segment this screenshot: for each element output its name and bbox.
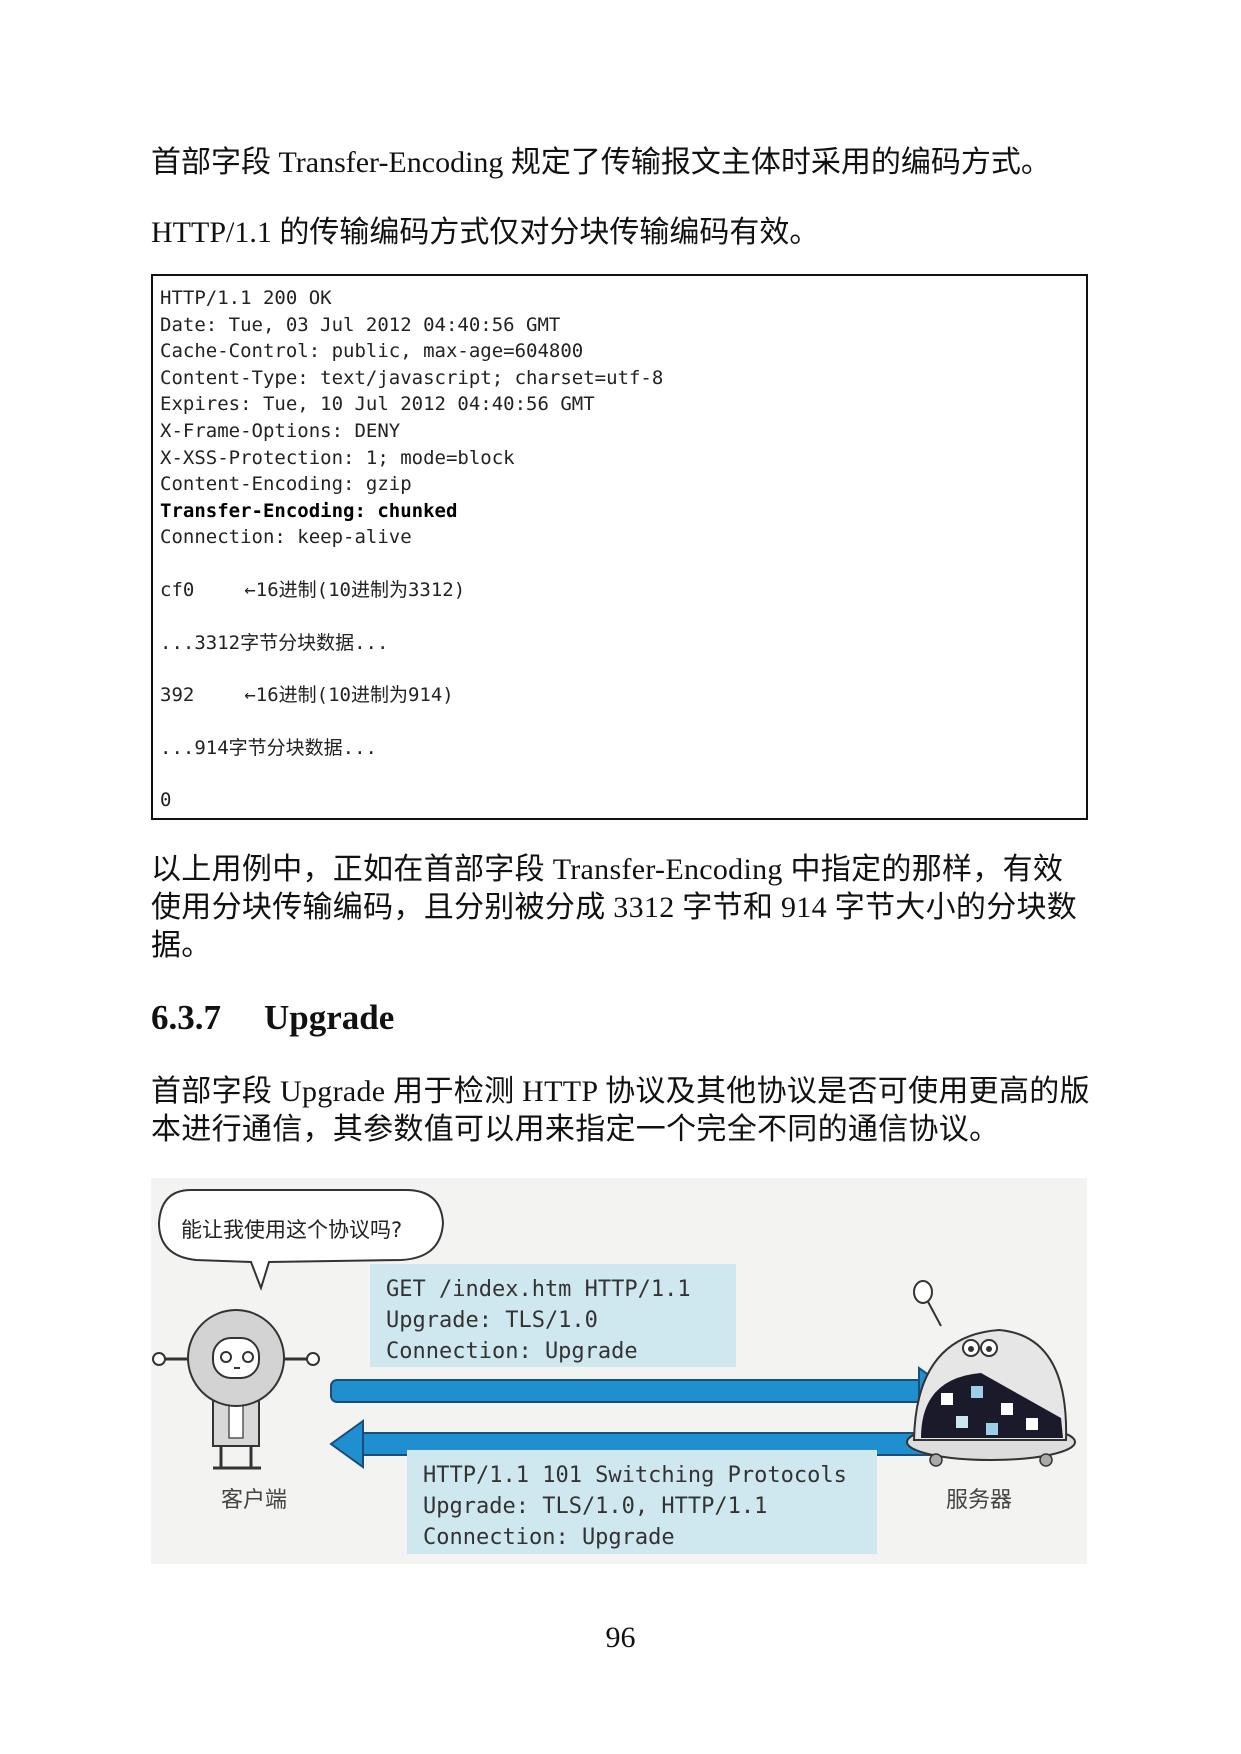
chunk-size-note: ←16进制(10进制为3312)	[244, 578, 466, 601]
code-line: Cache-Control: public, max-age=604800	[160, 340, 584, 363]
chunk-size-line: cf0 ←16进制(10进制为3312)	[160, 577, 1086, 604]
chunk-terminator: 0	[160, 789, 172, 812]
chunk-size: 392	[160, 684, 195, 707]
http11-note-paragraph: HTTP/1.1 的传输编码方式仅对分块传输编码有效。	[151, 216, 820, 249]
speech-bubble	[157, 1189, 445, 1292]
intro-paragraph: 首部字段 Transfer-Encoding 规定了传输报文主体时采用的编码方式…	[151, 146, 1051, 179]
code-line: X-XSS-Protection: 1; mode=block	[160, 446, 515, 469]
upgrade-diagram: 能让我使用这个协议吗? GET /index.htm HTTP/1.1 Upgr…	[151, 1178, 1087, 1564]
chunk-size-note: ←16进制(10进制为914)	[244, 684, 454, 707]
section-number: 6.3.7	[151, 998, 221, 1037]
section-heading: 6.3.7 Upgrade	[151, 998, 394, 1038]
request-message-box: GET /index.htm HTTP/1.1 Upgrade: TLS/1.0…	[370, 1264, 736, 1367]
response-message-box: HTTP/1.1 101 Switching Protocols Upgrade…	[407, 1450, 877, 1554]
server-label: 服务器	[946, 1488, 1013, 1513]
speech-bubble-text: 能让我使用这个协议吗?	[181, 1218, 403, 1242]
client-label: 客户端	[221, 1488, 288, 1513]
explanation-paragraph: 以上用例中，正如在首部字段 Transfer-Encoding 中指定的那样，有…	[151, 853, 1078, 962]
code-line: HTTP/1.1 200 OK	[160, 287, 332, 309]
code-line: X-Frame-Options: DENY	[160, 419, 401, 442]
code-line: Date: Tue, 03 Jul 2012 04:40:56 GMT	[160, 313, 561, 336]
client-robot-icon	[152, 1309, 320, 1470]
page-number: 96	[605, 1621, 636, 1654]
code-line-highlight: Transfer-Encoding: chunked	[160, 499, 458, 522]
chunk-size: cf0	[160, 578, 195, 601]
server-robot-icon	[906, 1280, 1076, 1467]
code-line: Content-Encoding: gzip	[160, 473, 412, 496]
code-line: Connection: keep-alive	[160, 526, 412, 549]
chunk-data-line: ...3312字节分块数据...	[160, 631, 389, 654]
upgrade-description-paragraph: 首部字段 Upgrade 用于检测 HTTP 协议及其他协议是否可使用更高的版本…	[151, 1075, 1090, 1146]
chunk-data-line: ...914字节分块数据...	[160, 736, 377, 759]
code-line: Expires: Tue, 10 Jul 2012 04:40:56 GMT	[160, 393, 595, 416]
request-arrow	[330, 1366, 953, 1416]
section-title: Upgrade	[264, 998, 395, 1037]
code-line: Content-Type: text/javascript; charset=u…	[160, 366, 664, 389]
http-response-example: HTTP/1.1 200 OK Date: Tue, 03 Jul 2012 0…	[151, 274, 1088, 820]
chunk-size-line: 392 ←16进制(10进制为914)	[160, 682, 1086, 709]
